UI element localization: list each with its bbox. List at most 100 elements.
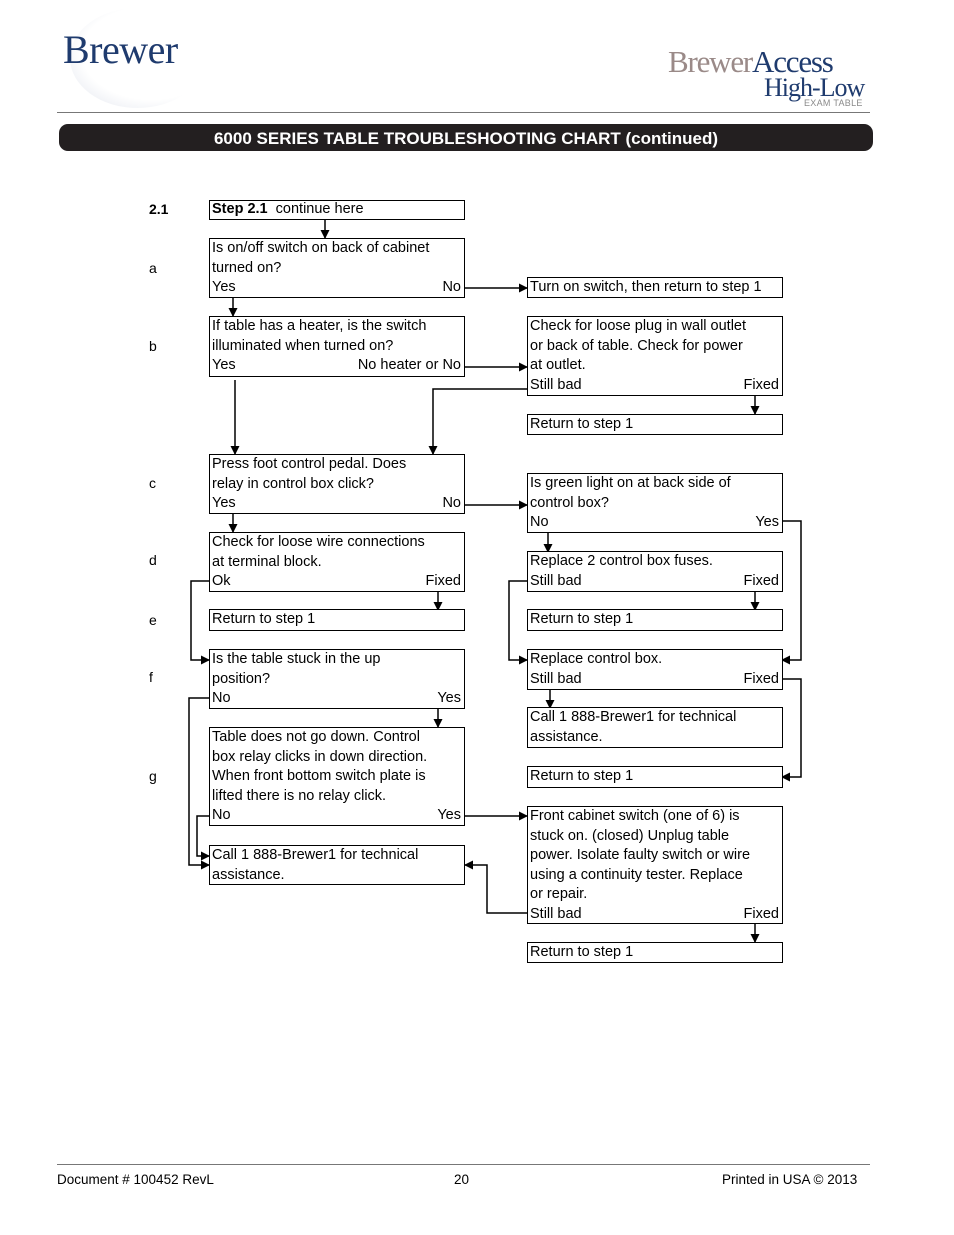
question-g-box: Table does not go down. Control box rela… <box>209 727 465 826</box>
title-bar: 6000 SERIES TABLE TROUBLESHOOTING CHART … <box>59 124 873 151</box>
action-c-line2: control box? <box>530 494 609 511</box>
question-c-line1: Press foot control pedal. Does <box>212 456 407 472</box>
return-e-left-box: Return to step 1 <box>209 609 465 631</box>
question-f-box: Is the table stuck in the up position? N… <box>209 649 465 709</box>
arrow-ctrlbox-fixed <box>781 678 802 782</box>
step-start-text: continue here <box>275 201 364 217</box>
row-label-f: f <box>149 669 153 685</box>
logo-access-word: Access <box>752 44 834 79</box>
question-b-yes: Yes <box>212 357 236 373</box>
action-d-line1: Replace 2 control box fuses. <box>530 553 713 569</box>
return-b-text: Return to step 1 <box>530 415 634 432</box>
action-g-stillbad: Still bad <box>530 905 582 922</box>
question-a-line1: Is on/off switch on back of cabinet <box>212 240 430 256</box>
question-f-line1: Is the table stuck in the up <box>212 651 381 667</box>
step-start-box: Step 2.1 continue here <box>209 200 465 220</box>
brewer-logo: Brewer <box>63 27 178 72</box>
action-b-fixed: Fixed <box>743 376 779 393</box>
question-c-yes: Yes <box>212 495 236 511</box>
arrow-g-no <box>196 815 210 861</box>
question-f-no: No <box>212 690 231 706</box>
question-d-box: Check for loose wire connections at term… <box>209 532 465 592</box>
question-d-ok: Ok <box>212 573 231 589</box>
action-f-line1: Replace control box. <box>530 651 663 667</box>
logo-exam-table: EXAM TABLE <box>804 98 863 108</box>
question-c-box: Press foot control pedal. Does relay in … <box>209 454 465 514</box>
call-right-line2: assistance. <box>530 728 603 745</box>
arrow-c-act-yes <box>781 520 802 665</box>
question-c-no: No <box>442 495 461 511</box>
call-right-box: Call 1 888-Brewer1 for technical assista… <box>527 707 783 748</box>
question-a-no: No <box>442 279 461 295</box>
return-e-left-text: Return to step 1 <box>212 611 316 627</box>
action-c-line1: Is green light on at back side of <box>530 475 731 491</box>
action-a-box: Turn on switch, then return to step 1 <box>527 277 783 298</box>
action-g-line4: using a continuity tester. Replace <box>530 866 743 883</box>
question-a-line2: turned on? <box>212 259 282 276</box>
arrow-b-stillbad <box>428 388 527 455</box>
question-c-line2: relay in control box click? <box>212 475 374 492</box>
arrow-fuses-stillbad <box>508 580 528 665</box>
question-b-line1: If table has a heater, is the switch <box>212 318 427 334</box>
question-a-box: Is on/off switch on back of cabinet turn… <box>209 238 465 298</box>
logo-backdrop <box>70 8 205 108</box>
question-b-box: If table has a heater, is the switch ill… <box>209 316 465 377</box>
row-label-a: a <box>149 260 157 276</box>
action-a-text: Turn on switch, then return to step 1 <box>530 278 762 295</box>
step-start-bold: Step 2.1 <box>212 201 268 217</box>
return-b-box: Return to step 1 <box>527 414 783 435</box>
action-c-yes: Yes <box>755 514 779 530</box>
action-f-box: Replace control box. Still bad Fixed <box>527 649 783 690</box>
question-b-no: No heater or No <box>357 357 461 373</box>
question-f-yes: Yes <box>437 690 461 706</box>
question-g-line1: Table does not go down. Control <box>212 729 420 745</box>
logo-brand-word: Brewer <box>668 44 753 79</box>
question-g-yes: Yes <box>437 807 461 823</box>
arrow-g-act-stillbad <box>464 860 527 914</box>
row-label-c: c <box>149 475 156 491</box>
row-label-e: e <box>149 612 157 628</box>
question-b-line2: illuminated when turned on? <box>212 337 394 354</box>
action-d-stillbad: Still bad <box>530 572 582 589</box>
return-e-right-text: Return to step 1 <box>530 611 634 627</box>
question-g-line2: box relay clicks in down direction. <box>212 748 428 765</box>
row-label-b: b <box>149 338 157 354</box>
return-e-right-box: Return to step 1 <box>527 609 783 631</box>
action-g-box: Front cabinet switch (one of 6) is stuck… <box>527 806 783 924</box>
header-divider <box>57 112 870 113</box>
brewer-access-logo: BrewerAccess High-Low EXAM TABLE <box>668 44 873 116</box>
question-f-line2: position? <box>212 670 271 687</box>
return-g-bottom-text: Return to step 1 <box>530 943 634 960</box>
return-g-right-box: Return to step 1 <box>527 766 783 788</box>
arrow-f-no <box>188 697 210 870</box>
action-f-stillbad: Still bad <box>530 670 582 687</box>
action-g-line1: Front cabinet switch (one of 6) is <box>530 808 740 824</box>
action-c-no: No <box>530 514 549 530</box>
action-b-line2: or back of table. Check for power <box>530 337 743 354</box>
row-label-d: d <box>149 552 157 568</box>
action-b-stillbad: Still bad <box>530 376 582 393</box>
question-d-line1: Check for loose wire connections <box>212 534 425 550</box>
return-g-bottom-box: Return to step 1 <box>527 942 783 963</box>
question-d-fixed: Fixed <box>425 573 461 589</box>
footer-document-number: Document # 100452 RevL <box>57 1172 214 1187</box>
action-d-fixed: Fixed <box>743 572 779 589</box>
call-left-line1: Call 1 888-Brewer1 for technical <box>212 847 419 863</box>
question-a-yes: Yes <box>212 279 236 295</box>
call-left-box: Call 1 888-Brewer1 for technical assista… <box>209 845 465 885</box>
call-right-line1: Call 1 888-Brewer1 for technical <box>530 709 737 725</box>
action-g-fixed: Fixed <box>743 905 779 922</box>
footer-printed: Printed in USA © 2013 <box>722 1172 858 1187</box>
action-f-fixed: Fixed <box>743 670 779 687</box>
question-g-line3: When front bottom switch plate is <box>212 768 426 784</box>
action-b-box: Check for loose plug in wall outlet or b… <box>527 316 783 396</box>
row-label-g: g <box>149 768 157 784</box>
action-g-line3: power. Isolate faulty switch or wire <box>530 847 751 863</box>
return-g-right-text: Return to step 1 <box>530 768 634 784</box>
step-start-label: Step 2.1 continue here <box>212 200 364 220</box>
footer-divider <box>57 1164 870 1165</box>
action-g-line5: or repair. <box>530 886 588 902</box>
call-left-line2: assistance. <box>212 866 285 883</box>
brewer-access-wordmark: BrewerAccess <box>668 44 834 80</box>
